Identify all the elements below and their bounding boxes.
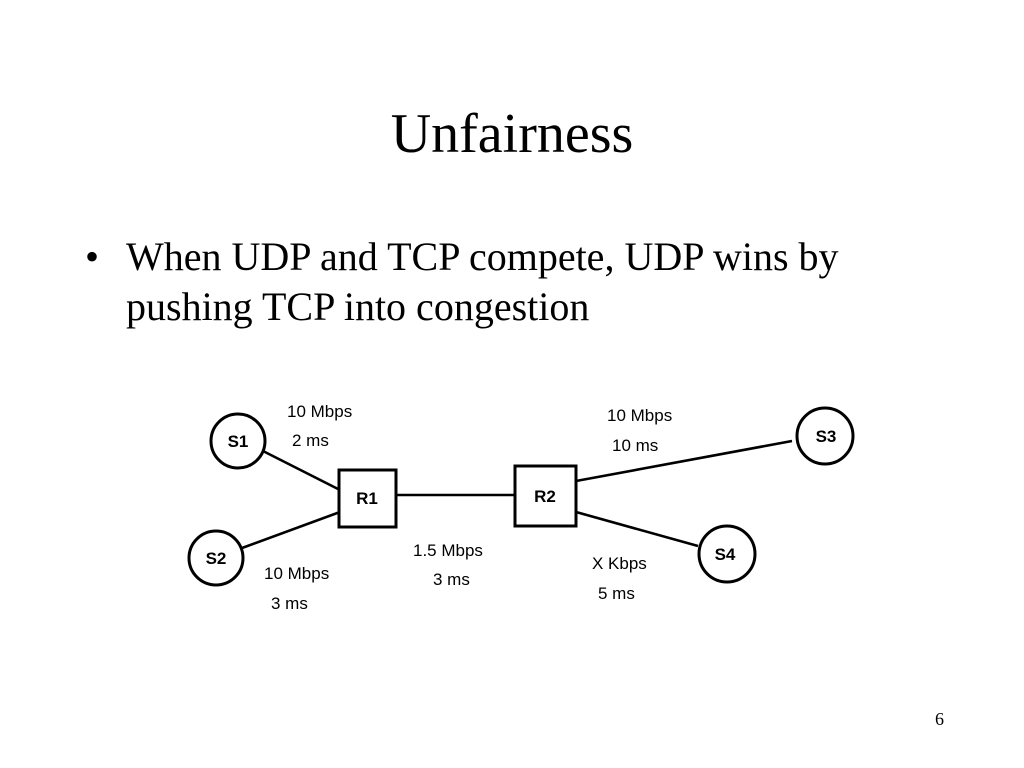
node-s3: S3 [795, 406, 855, 466]
node-s3-label: S3 [816, 427, 837, 446]
link-s2-r1-bandwidth: 10 Mbps [264, 564, 329, 583]
router-r1-label: R1 [356, 489, 378, 508]
node-s2-circle [187, 529, 245, 587]
router-r1-box [337, 468, 398, 529]
router-r2-label: R2 [534, 487, 556, 506]
link-r2-s4-bandwidth: X Kbps [592, 554, 647, 573]
link-r2-s4-delay: 5 ms [598, 584, 635, 603]
router-r2: R2 [513, 464, 578, 528]
link-r2-s3-delay: 10 ms [612, 436, 658, 455]
node-s1: S1 [209, 412, 267, 470]
node-s2: S2 [187, 529, 245, 587]
node-s4-circle [697, 524, 757, 584]
link-s1-r1-delay: 2 ms [292, 431, 329, 450]
link-s2-r1 [241, 510, 341, 550]
node-s1-label: S1 [228, 432, 249, 451]
link-s2-r1-delay: 3 ms [271, 594, 308, 613]
bullet-item: • When UDP and TCP compete, UDP wins by … [85, 232, 955, 332]
link-s1-r1 [260, 448, 341, 492]
node-s4: S4 [697, 524, 757, 584]
link-r1-r2-delay: 3 ms [433, 570, 470, 589]
node-s1-circle [209, 412, 267, 470]
link-s1-r1-bandwidth: 10 Mbps [287, 402, 352, 421]
page-number: 6 [935, 709, 944, 729]
node-s3-circle [795, 406, 855, 466]
node-s2-label: S2 [206, 549, 227, 568]
slide-title: Unfairness [390, 103, 634, 165]
bullet-marker: • [85, 234, 100, 279]
bullet-list: • When UDP and TCP compete, UDP wins by … [85, 232, 955, 332]
router-r1: R1 [337, 468, 398, 529]
link-r2-s3-bandwidth: 10 Mbps [607, 406, 672, 425]
link-r1-r2-bandwidth: 1.5 Mbps [413, 541, 483, 560]
router-r2-box [513, 464, 578, 528]
link-r2-s3 [575, 439, 793, 483]
bullet-text: When UDP and TCP compete, UDP wins by pu… [126, 234, 839, 329]
node-s4-label: S4 [715, 545, 736, 564]
link-r2-s4 [575, 510, 699, 548]
